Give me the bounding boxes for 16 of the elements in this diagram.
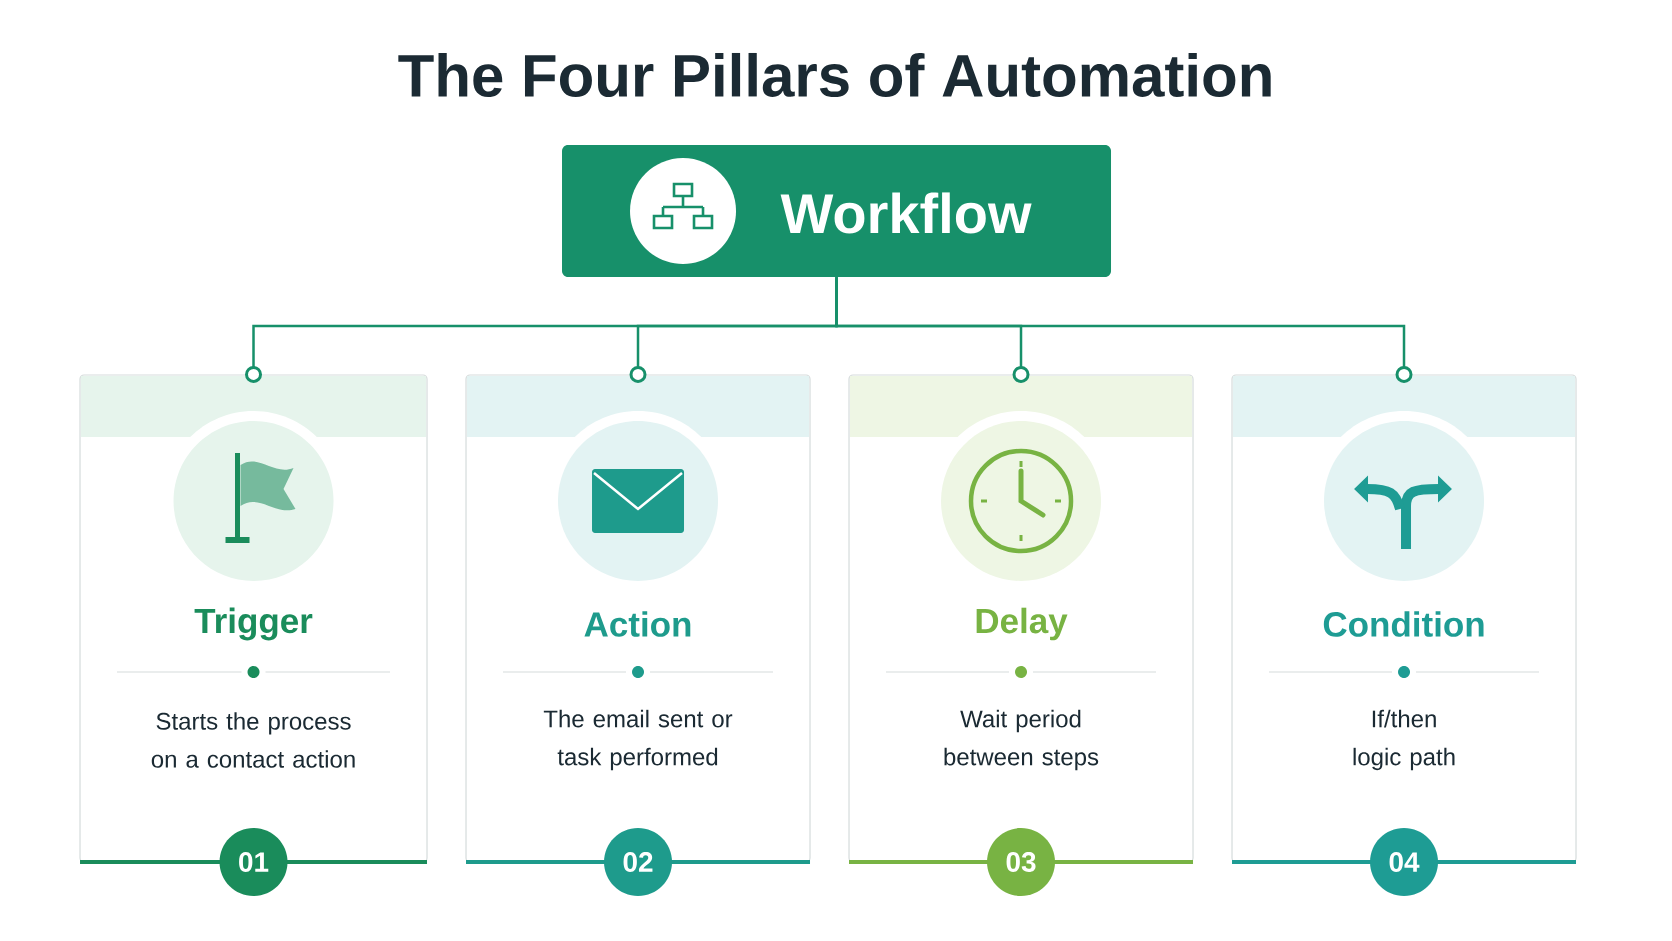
- number-badge: 04: [1370, 828, 1438, 896]
- number-badge: 03: [987, 828, 1055, 896]
- description-text: Starts the process on a contact action: [151, 712, 355, 768]
- connector-line: [835, 277, 1413, 383]
- description-text: If/then logic path: [1353, 709, 1455, 771]
- card-title: Delay: [976, 607, 1068, 641]
- card-title: Trigger: [194, 607, 313, 641]
- header-box: [562, 145, 1111, 277]
- card-title: Action: [584, 611, 691, 637]
- box-title: Workflow: [780, 192, 1032, 234]
- number-badge: 01: [219, 828, 288, 896]
- description-text: Wait period between steps: [944, 709, 1099, 771]
- number-badge: 02: [604, 828, 672, 896]
- title: The Four Pillars of Automation: [398, 52, 1271, 97]
- description-text: The email sent or task performed: [543, 709, 733, 771]
- card-title: Condition: [1323, 611, 1484, 637]
